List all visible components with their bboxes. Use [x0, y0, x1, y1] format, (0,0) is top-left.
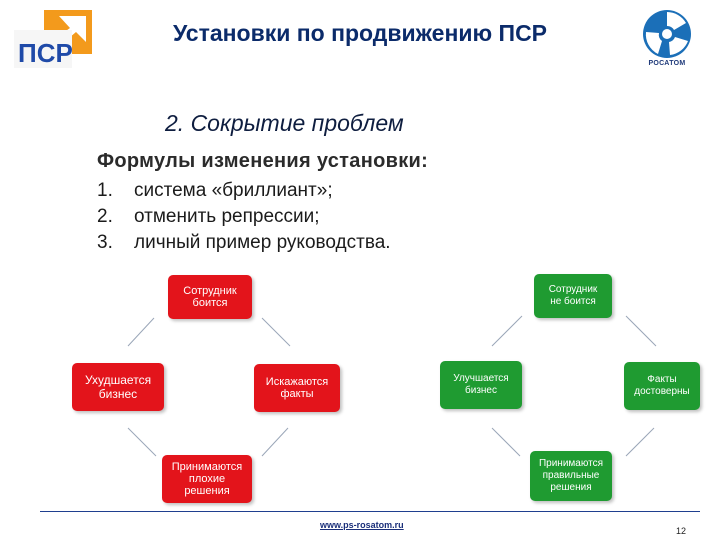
- connector-line: [261, 317, 291, 347]
- svg-text:ПСР: ПСР: [18, 38, 73, 68]
- connector-line: [127, 427, 157, 457]
- list-text: личный пример руководства.: [134, 232, 391, 253]
- list-text: отменить репрессии;: [134, 206, 320, 227]
- page-number: 12: [676, 526, 687, 536]
- psr-logo: ПСР: [14, 8, 94, 70]
- footer-url-link[interactable]: www.ps-rosatom.ru: [320, 520, 404, 530]
- list-number: 2.: [97, 206, 113, 227]
- list-item: 3. личный пример руководства.: [97, 232, 391, 254]
- slide-title: Установки по продвижению ПСР: [172, 20, 548, 46]
- rosatom-wordmark: РОСАТОМ: [648, 60, 686, 67]
- connector-line: [491, 427, 521, 457]
- list-item: 2. отменить репрессии;: [97, 206, 320, 228]
- connector-line: [625, 427, 655, 457]
- connector-line: [261, 427, 289, 457]
- list-text: система «бриллиант»;: [134, 180, 333, 201]
- list-number: 1.: [97, 180, 113, 201]
- footer-divider: [40, 511, 700, 512]
- list-item: 1. система «бриллиант»;: [97, 180, 333, 202]
- list-number: 3.: [97, 232, 113, 253]
- connector-line: [127, 317, 155, 347]
- rosatom-logo: [636, 8, 698, 74]
- section-subtitle: 2. Сокрытие проблем: [165, 110, 404, 136]
- connector-line: [491, 315, 523, 347]
- connector-line: [625, 315, 657, 347]
- formulas-heading: Формулы изменения установки:: [97, 150, 429, 172]
